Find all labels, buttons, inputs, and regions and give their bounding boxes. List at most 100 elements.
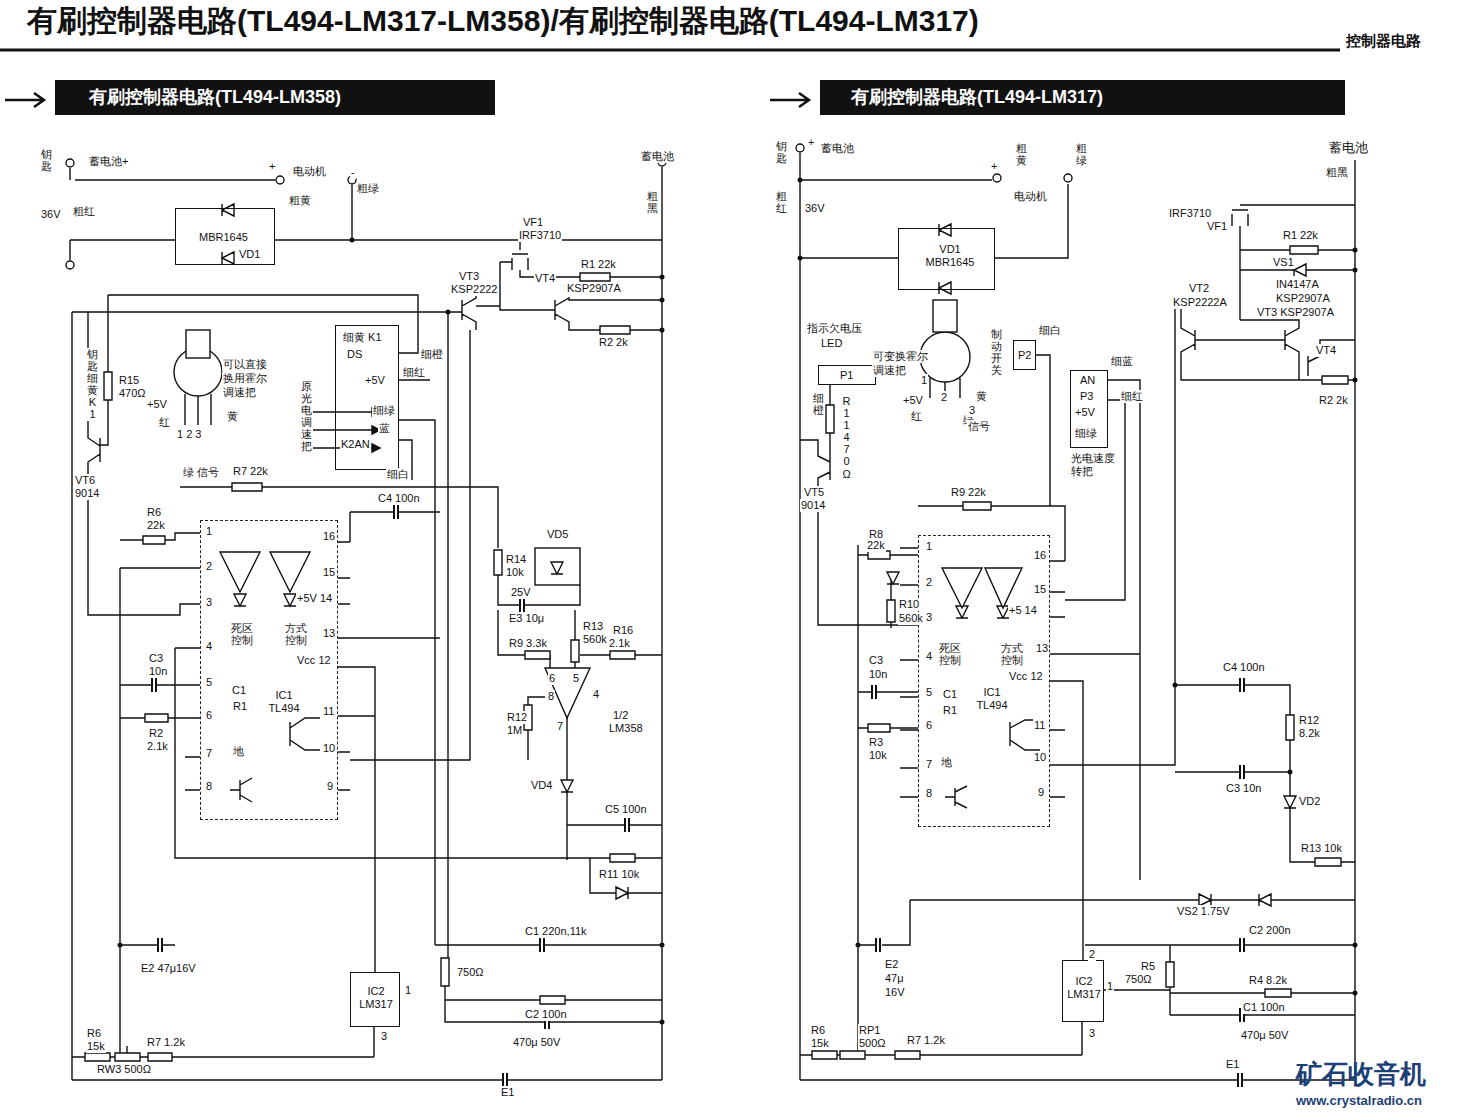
component-label: C1 220n,11k — [524, 925, 588, 938]
component-label: 6 — [205, 709, 213, 722]
component-box: ANP3+5V细绿 — [1070, 370, 1108, 448]
hall-sensor — [933, 300, 957, 332]
component-label: 10 — [322, 742, 336, 755]
component-label: VD4 — [530, 779, 553, 792]
component-label: LM358 — [608, 722, 644, 735]
component-label: C3 10n — [1225, 782, 1262, 795]
component-label: 9 — [326, 780, 334, 793]
component-label: 1M — [506, 724, 523, 737]
component-label: 电动机 — [292, 165, 327, 178]
component-label: 13 — [322, 627, 336, 640]
component-label: C3 — [148, 652, 164, 665]
part-label: P2 — [1017, 349, 1032, 362]
component-label: 细橙 — [420, 348, 444, 361]
vertical-label: 钥匙 — [775, 140, 788, 164]
component-label: +5 14 — [1008, 604, 1038, 617]
component-box: IC2 LM317 — [1062, 960, 1104, 1022]
part-label: P1 — [839, 369, 854, 382]
component-label: R6 — [146, 506, 162, 519]
component-label: VT6 — [74, 474, 96, 487]
component-label: 8 — [925, 787, 933, 800]
component-label: 5 — [205, 676, 213, 689]
component-label: R9 3.3k — [508, 637, 548, 650]
component-label: 25V — [510, 586, 532, 599]
component-label: R2 — [148, 727, 164, 740]
component-label: 10 — [1033, 751, 1047, 764]
vertical-label: 光电速度转把 — [1070, 452, 1119, 477]
part-label: IC1 TL494 — [969, 686, 1015, 711]
component-label: 36V — [804, 202, 826, 215]
component-label: 蓄电池 — [820, 142, 855, 155]
component-label: R2 2k — [1318, 394, 1349, 407]
component-label: R13 — [582, 620, 604, 633]
component-label: 470Ω — [118, 387, 147, 400]
component-label: IN4147A — [1275, 278, 1320, 291]
component-label: +5V — [902, 394, 924, 407]
component-label: 3 — [205, 596, 213, 609]
component-label: +5V 14 — [296, 592, 333, 605]
component-label: 10k — [505, 566, 525, 579]
component-label: R14 — [505, 553, 527, 566]
component-label: 调速把 — [872, 364, 907, 377]
component-label: 7 — [556, 720, 564, 733]
component-label: VF1 — [522, 216, 544, 229]
component-label: 560k — [582, 633, 608, 646]
component-label: +5V — [146, 398, 168, 411]
component-label: R10 — [898, 598, 920, 611]
component-label: 7 — [205, 747, 213, 760]
terminal — [993, 174, 1001, 182]
component-label: 3 — [380, 1030, 388, 1043]
supply-wire — [1050, 681, 1083, 960]
component-label: C1 — [231, 684, 247, 697]
component-label: 13 — [1035, 642, 1049, 655]
page-title: 有刷控制器电路(TL494-LM317-LM358)/有刷控制器电路(TL494… — [26, 4, 980, 39]
component-label: 细红 — [402, 366, 426, 379]
component-label: 9014 — [800, 499, 826, 512]
vertical-label: 粗绿 — [1075, 142, 1088, 166]
component-label: 5 — [925, 686, 933, 699]
component-label: 2 — [205, 560, 213, 573]
component-label: R1 — [942, 704, 958, 717]
vertical-label: 粗黄 — [1015, 142, 1028, 166]
component-label: - — [350, 166, 356, 179]
component-label: KSP2907A — [1275, 292, 1331, 305]
component-box: IC2 LM317 — [350, 972, 400, 1027]
component-label: VT4 — [1315, 344, 1337, 357]
part-label: IC2 LM317 — [1065, 975, 1103, 1000]
supply-wire — [338, 667, 375, 972]
part-label: DS — [346, 348, 363, 361]
component-label: 10k — [868, 749, 888, 762]
component-label: 47μ — [884, 972, 905, 985]
component-label: 粗红 — [72, 205, 96, 218]
vertical-label: 粗黑 — [646, 190, 659, 214]
component-label: VS2 1.75V — [1176, 905, 1231, 918]
component-label: E2 47μ16V — [140, 962, 197, 975]
component-label: + — [990, 160, 998, 173]
component-label: Vcc 12 — [296, 654, 332, 667]
part-label: P3 — [1079, 390, 1094, 403]
component-label: IRF3710 — [518, 229, 562, 242]
component-label: 9 — [1037, 786, 1045, 799]
component-label: 6 — [548, 672, 556, 685]
component-label: E1 — [1225, 1058, 1240, 1071]
component-label: R1 — [232, 700, 248, 713]
component-label: VF1 — [1206, 220, 1228, 233]
component-label: 粗绿 — [356, 182, 380, 195]
component-label: R11 10k — [598, 868, 640, 881]
component-label: 10n — [868, 668, 888, 681]
component-box: 细黄 K1DS+5V细绿蓝K2AN — [335, 325, 399, 470]
part-label: K2AN — [340, 438, 371, 451]
vertical-label: 死区控制 — [230, 622, 256, 646]
component-label: R6 — [86, 1027, 102, 1040]
zener-box — [535, 548, 580, 585]
component-label: 2 — [1088, 948, 1096, 961]
section-header: 有刷控制器电路(TL494-LM317) — [850, 87, 1104, 108]
component-label: VD5 — [546, 528, 569, 541]
diode-symbol — [222, 204, 1306, 906]
component-label: 8 — [547, 690, 555, 703]
component-label: 细白 — [1038, 324, 1062, 337]
component-label: 500Ω — [858, 1037, 887, 1050]
hall-sensor — [186, 330, 210, 358]
